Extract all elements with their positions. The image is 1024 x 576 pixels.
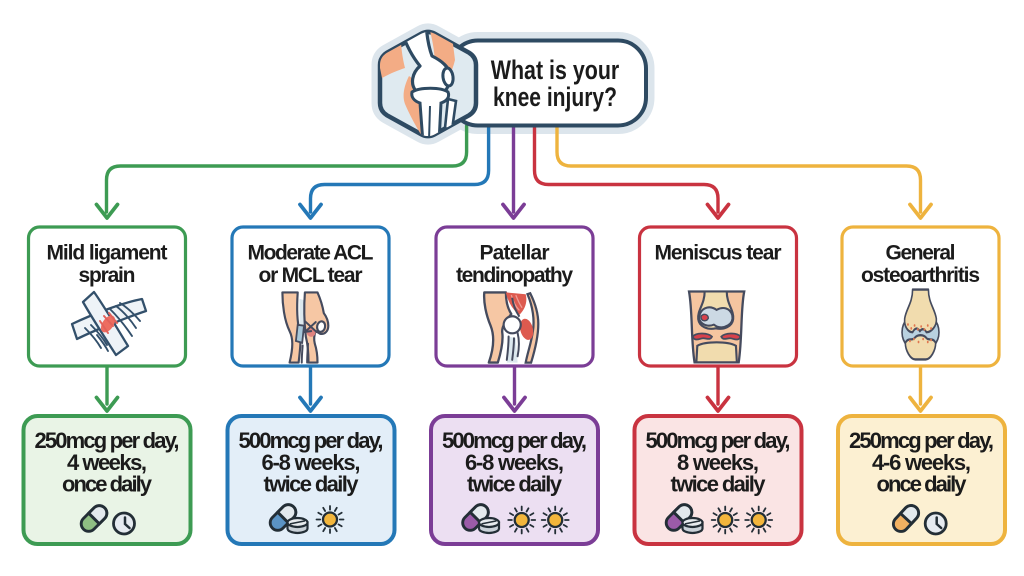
svg-text:8 weeks,: 8 weeks, [677, 450, 759, 475]
svg-text:6-8 weeks,: 6-8 weeks, [262, 450, 361, 475]
svg-text:once daily: once daily [62, 472, 153, 497]
svg-text:osteoarthritis: osteoarthritis [861, 264, 980, 287]
svg-text:6-8 weeks,: 6-8 weeks, [465, 450, 564, 475]
svg-text:4-6 weeks,: 4-6 weeks, [872, 450, 971, 475]
svg-text:500mcg per day,: 500mcg per day, [239, 428, 384, 453]
svg-text:Patellar: Patellar [480, 242, 550, 265]
svg-text:once daily: once daily [877, 472, 968, 497]
svg-text:or MCL tear: or MCL tear [259, 264, 363, 287]
svg-text:250mcg per day,: 250mcg per day, [849, 428, 994, 453]
svg-text:What is your: What is your [491, 55, 620, 85]
svg-text:Meniscus tear: Meniscus tear [655, 242, 782, 265]
svg-text:knee injury?: knee injury? [493, 82, 617, 112]
svg-text:250mcg per day,: 250mcg per day, [35, 428, 180, 453]
svg-text:sprain: sprain [79, 264, 136, 287]
svg-text:twice daily: twice daily [467, 472, 563, 497]
svg-text:General: General [886, 242, 956, 265]
svg-text:Mild ligament: Mild ligament [47, 242, 168, 265]
svg-text:twice daily: twice daily [671, 472, 767, 497]
svg-text:4 weeks,: 4 weeks, [67, 450, 147, 475]
svg-text:500mcg per day,: 500mcg per day, [646, 428, 791, 453]
svg-text:500mcg per day,: 500mcg per day, [442, 428, 587, 453]
svg-text:Moderate ACL: Moderate ACL [248, 242, 374, 265]
svg-text:twice daily: twice daily [264, 472, 360, 497]
svg-text:tendinopathy: tendinopathy [456, 264, 573, 287]
